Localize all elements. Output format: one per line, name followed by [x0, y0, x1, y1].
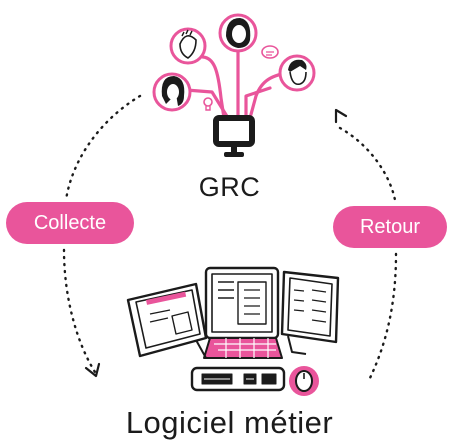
arrow-up-left-icon [334, 108, 348, 124]
collecte-pill: Collecte [6, 202, 134, 244]
right-arc-lower [368, 252, 398, 380]
collecte-label: Collecte [33, 211, 107, 234]
arrow-down-left-icon [84, 362, 101, 378]
left-arc-lower [62, 248, 97, 374]
person-avatar-icon [152, 72, 192, 112]
person-avatar-icon [278, 54, 316, 92]
multi-monitor-workstation-icon [126, 266, 340, 392]
retour-label: Retour [359, 215, 421, 238]
right-arc-upper [338, 126, 397, 202]
lightbulb-icon [203, 97, 213, 111]
logiciel-metier-label: Logiciel métier [125, 405, 334, 440]
people-connectors [184, 50, 294, 120]
left-arc-upper [64, 94, 142, 202]
grc-label: GRC [198, 172, 261, 202]
mouse-icon [289, 366, 319, 396]
retour-pill: Retour [333, 206, 447, 248]
flow-arcs [62, 94, 398, 380]
person-avatar-icon [169, 27, 207, 65]
speech-bubble-icon [261, 45, 279, 59]
monitor-icon [213, 115, 255, 157]
person-avatar-icon [218, 13, 258, 53]
